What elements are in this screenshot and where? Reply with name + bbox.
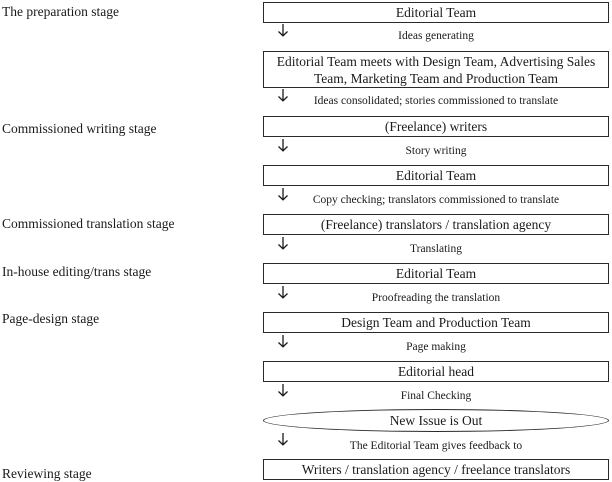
node-editorial-team-1: Editorial Team (263, 2, 609, 23)
stage-preparation: The preparation stage (2, 4, 119, 19)
stage-reviewing: Reviewing stage (2, 466, 92, 481)
stage-page-design: Page-design stage (2, 311, 100, 326)
step-feedback: The Editorial Team gives feedback to (349, 440, 523, 452)
down-arrow-icon (278, 24, 288, 37)
node-feedback-recipients: Writers / translation agency / freelance… (263, 459, 609, 480)
node-editorial-team-2: Editorial Team (263, 165, 609, 186)
step-translating: Translating (410, 243, 462, 255)
down-arrow-icon (278, 139, 288, 152)
down-arrow-icon (278, 433, 288, 446)
node-translators: (Freelance) translators / translation ag… (263, 214, 609, 235)
node-new-issue: New Issue is Out (263, 409, 609, 432)
down-arrow-icon (278, 188, 288, 201)
node-design-production: Design Team and Production Team (263, 312, 609, 333)
node-joint-meeting: Editorial Team meets with Design Team, A… (263, 51, 609, 88)
step-proofreading: Proofreading the translation (371, 292, 501, 304)
step-page-making: Page making (406, 341, 466, 353)
step-copy-checking: Copy checking; translators commissioned … (312, 194, 560, 206)
down-arrow-icon (278, 384, 288, 397)
down-arrow-icon (278, 286, 288, 299)
down-arrow-icon (278, 89, 288, 102)
step-ideas-generating: Ideas generating (398, 30, 474, 42)
step-final-checking: Final Checking (400, 390, 472, 402)
down-arrow-icon (278, 237, 288, 250)
stage-translation: Commissioned translation stage (2, 216, 175, 231)
stage-editing: In-house editing/trans stage (2, 264, 152, 279)
step-story-writing: Story writing (405, 145, 467, 157)
stage-writing: Commissioned writing stage (2, 121, 157, 136)
node-editorial-head: Editorial head (263, 361, 609, 382)
node-editorial-team-3: Editorial Team (263, 263, 609, 284)
down-arrow-icon (278, 335, 288, 348)
step-ideas-consolidated: Ideas consolidated; stories commissioned… (313, 95, 559, 107)
node-writers: (Freelance) writers (263, 116, 609, 137)
